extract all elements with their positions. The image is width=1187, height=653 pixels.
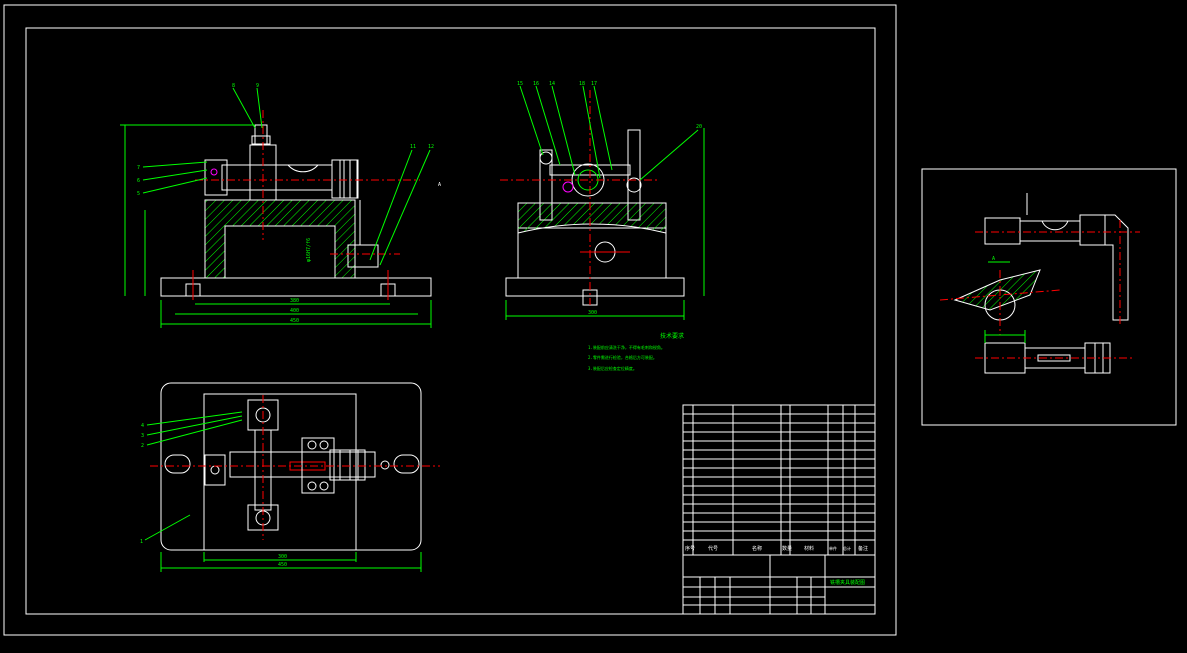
main-sheet-outer	[3, 4, 897, 636]
notes-title: 技术要求	[660, 332, 684, 340]
main-sheet-inner	[25, 27, 876, 615]
balloon-side-1: 15	[517, 81, 523, 87]
tb-h-qty: 数量	[782, 545, 792, 552]
balloon-front-5: 5	[137, 191, 140, 197]
balloon-front-7: 12	[428, 144, 434, 150]
balloon-front-1: 8	[232, 83, 235, 89]
balloon-plan-1: 4	[141, 423, 144, 429]
balloon-side-4: 18	[579, 81, 585, 87]
tb-h-name: 名称	[752, 545, 762, 552]
front-view: 450 400 380 φ16H7/f6 8 9 7 6 5 11 12 A	[120, 83, 441, 328]
dim-side-width: 300	[588, 310, 597, 316]
balloon-front-2: 9	[256, 83, 259, 89]
side-view: 300 15 16 14 18 17 20	[500, 81, 705, 320]
balloon-plan-4: 1	[140, 539, 143, 545]
dim-plan-inner: 300	[278, 554, 287, 560]
tb-h-mat: 材料	[804, 545, 814, 552]
section-mark-a: A	[438, 182, 441, 188]
balloon-side-6: 20	[696, 124, 702, 130]
dim-plan-overall: 450	[278, 562, 287, 568]
drawing-name: 铣槽夹具装配图	[830, 579, 865, 586]
notes-line-3: 3.装配后应检查定位精度。	[588, 365, 637, 371]
detail-sheet	[921, 168, 1177, 426]
tb-h-seq: 序号	[685, 545, 695, 552]
detail-part-view: A	[939, 193, 1140, 374]
detail-section-a: A	[992, 256, 995, 262]
tb-h-unit: 单件	[829, 545, 837, 551]
title-block: 序号 代号 名称 数量 材料 单件 总计 备注 铣槽夹具装配图	[682, 404, 876, 615]
balloon-front-6: 11	[410, 144, 416, 150]
dim-front-fit1: φ16H7/f6	[306, 238, 312, 262]
tb-h-total: 总计	[843, 545, 851, 551]
balloon-side-5: 17	[591, 81, 597, 87]
notes-line-1: 1.装配前应清洗干净，不得有毛刺和锐角。	[588, 344, 665, 350]
technical-notes: 技术要求 1.装配前应清洗干净，不得有毛刺和锐角。 2.零件需进行检验，合格后方…	[588, 332, 684, 371]
dim-front-inner: 380	[290, 298, 299, 304]
balloon-plan-2: 3	[141, 433, 144, 439]
tb-h-note: 备注	[858, 545, 868, 552]
balloon-front-4: 6	[137, 178, 140, 184]
balloon-front-3: 7	[137, 165, 140, 171]
dim-front-mid: 400	[290, 308, 299, 314]
notes-line-2: 2.零件需进行检验，合格后方可装配。	[588, 354, 657, 360]
tb-h-code: 代号	[708, 545, 718, 552]
balloon-side-3: 14	[549, 81, 555, 87]
plan-view: 450 300 4 3 2 1	[140, 382, 440, 572]
dim-front-overall: 450	[290, 318, 299, 324]
balloon-side-2: 16	[533, 81, 539, 87]
balloon-plan-3: 2	[141, 443, 144, 449]
